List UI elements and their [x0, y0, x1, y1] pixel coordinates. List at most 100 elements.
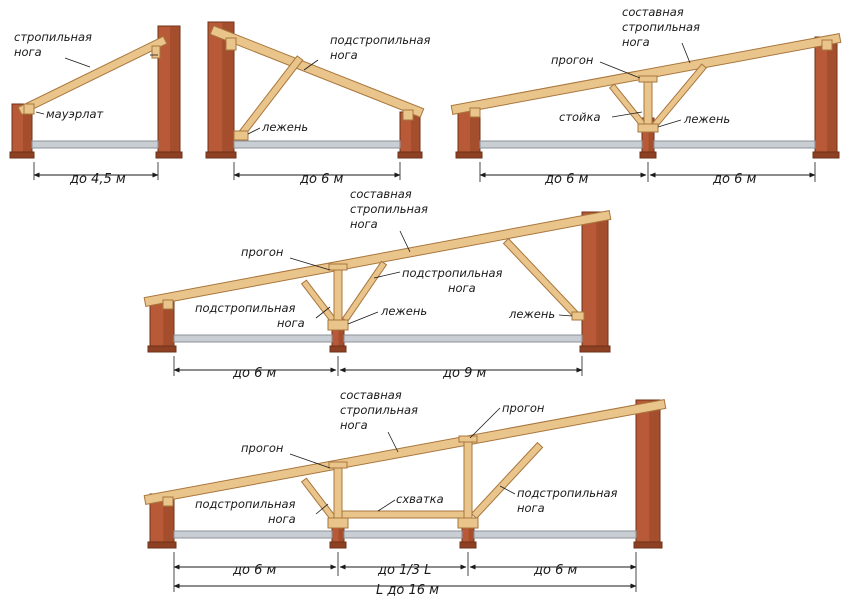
wall-right-shade — [170, 26, 180, 158]
wall-right-base — [812, 151, 840, 159]
label-strut-left: подстропильная — [195, 301, 296, 315]
leader-sill — [657, 119, 682, 128]
label-composite-2: стропильная — [340, 403, 418, 417]
floor-slab — [173, 334, 583, 343]
dim-span-1: до 6 м — [544, 172, 588, 187]
wall-right-shade — [411, 112, 420, 158]
timber-members — [143, 399, 667, 529]
wallplate-left — [225, 37, 237, 51]
wall-right-base — [397, 151, 423, 159]
label-purlin-right: прогон — [502, 401, 545, 415]
purlin-left — [328, 461, 348, 469]
dim-span-2: до 1/3 L — [377, 563, 431, 578]
leader-strut-right — [499, 485, 516, 495]
floor-slab-right — [653, 140, 816, 149]
diagram-4-two-spans-struts: составная стропильная нога прогон подстр… — [143, 187, 612, 381]
label-sill: лежень — [683, 112, 730, 126]
wall-middle-2-shade — [468, 518, 474, 548]
sill-right — [457, 517, 479, 529]
label-composite-2: стропильная — [350, 202, 428, 216]
label-composite: составная — [350, 187, 412, 201]
wall-middle-shade — [338, 318, 344, 352]
wall-middle-2-base — [459, 541, 477, 549]
wall-right-base — [155, 151, 183, 159]
wall-left-base — [455, 151, 483, 159]
post-left — [333, 465, 343, 521]
label-composite-3: нога — [622, 35, 650, 49]
tie-beam — [341, 510, 465, 519]
leader-lines — [173, 230, 583, 376]
diagram-5-three-spans: составная стропильная нога прогон прогон… — [143, 388, 667, 598]
label-rafter: стропильная — [14, 30, 92, 44]
floor-slab — [31, 140, 159, 149]
label-strut-right: подстропильная — [402, 266, 503, 280]
label-purlin-left: прогон — [241, 441, 284, 455]
dim-span-1: до 6 м — [232, 366, 276, 381]
leader-strut-right — [373, 271, 401, 279]
leader-composite — [681, 42, 691, 64]
wall-left-shade — [23, 104, 32, 158]
diagram-2-with-strut: подстропильная нога лежень до 6 м — [205, 21, 431, 187]
label-strut-left-2: нога — [277, 316, 305, 330]
post-right — [463, 439, 473, 521]
purlin-right — [458, 435, 478, 443]
label-strut: подстропильная — [330, 33, 431, 47]
label-strut-left-2: нога — [268, 512, 296, 526]
label-composite-2: стропильная — [622, 20, 700, 34]
timber-members — [143, 210, 612, 331]
diagram-1-single-span: стропильная нога мауэрлат до 4,5 м — [9, 25, 183, 187]
wallplate-left — [469, 107, 481, 118]
floor-slab — [233, 140, 401, 149]
floor-slab-left — [173, 334, 333, 343]
label-wallplate: мауэрлат — [46, 107, 104, 121]
wall-left-base — [9, 151, 35, 159]
timber-members — [17, 35, 168, 116]
label-strut-right-2: нога — [517, 501, 545, 515]
leader-sill-left — [347, 311, 379, 325]
leader-lines — [33, 54, 159, 180]
wall-right-shade — [649, 400, 660, 548]
walls — [455, 36, 840, 159]
dim-span-3: до 6 м — [533, 563, 577, 578]
label-composite: составная — [622, 5, 684, 19]
leader-tie — [377, 499, 396, 512]
post — [643, 79, 653, 129]
rafter — [209, 25, 425, 118]
wall-left-shade — [163, 494, 174, 548]
leader-composite — [399, 230, 411, 253]
wall-right-base — [579, 345, 611, 353]
timber-members — [450, 33, 842, 133]
strut-left — [300, 477, 337, 521]
label-sill: лежень — [261, 120, 308, 134]
composite-rafter — [143, 399, 667, 505]
wallplate-left — [162, 496, 174, 507]
label-strut-right: подстропильная — [517, 486, 618, 500]
label-rafter-2: нога — [14, 45, 42, 59]
wall-middle-base — [639, 151, 657, 159]
sill-middle — [327, 319, 349, 331]
label-post: стойка — [559, 110, 601, 124]
floor-slab-left — [479, 140, 643, 149]
leader-sill-right — [558, 314, 573, 317]
floor-slab-2 — [343, 530, 463, 539]
walls — [205, 21, 423, 159]
wall-left-base — [147, 345, 177, 353]
walls — [147, 211, 611, 353]
wall-left-base — [205, 151, 237, 159]
leader-composite — [387, 431, 399, 453]
leader-purlin-left — [289, 453, 331, 469]
dim-span: до 6 м — [299, 172, 343, 187]
wall-left-shade — [470, 108, 480, 158]
leader-lines — [233, 59, 401, 180]
wall-right-shade — [827, 37, 837, 158]
wall-right-base — [633, 541, 663, 549]
dim-span-1: до 6 м — [232, 563, 276, 578]
wall-left-shade — [222, 22, 234, 158]
label-strut-right-2: нога — [448, 281, 476, 295]
leader-sill — [247, 127, 261, 135]
label-purlin: прогон — [551, 53, 594, 67]
leader-rafter — [64, 57, 91, 68]
wall-middle-1-base — [329, 541, 347, 549]
wallplate-right — [821, 39, 833, 51]
